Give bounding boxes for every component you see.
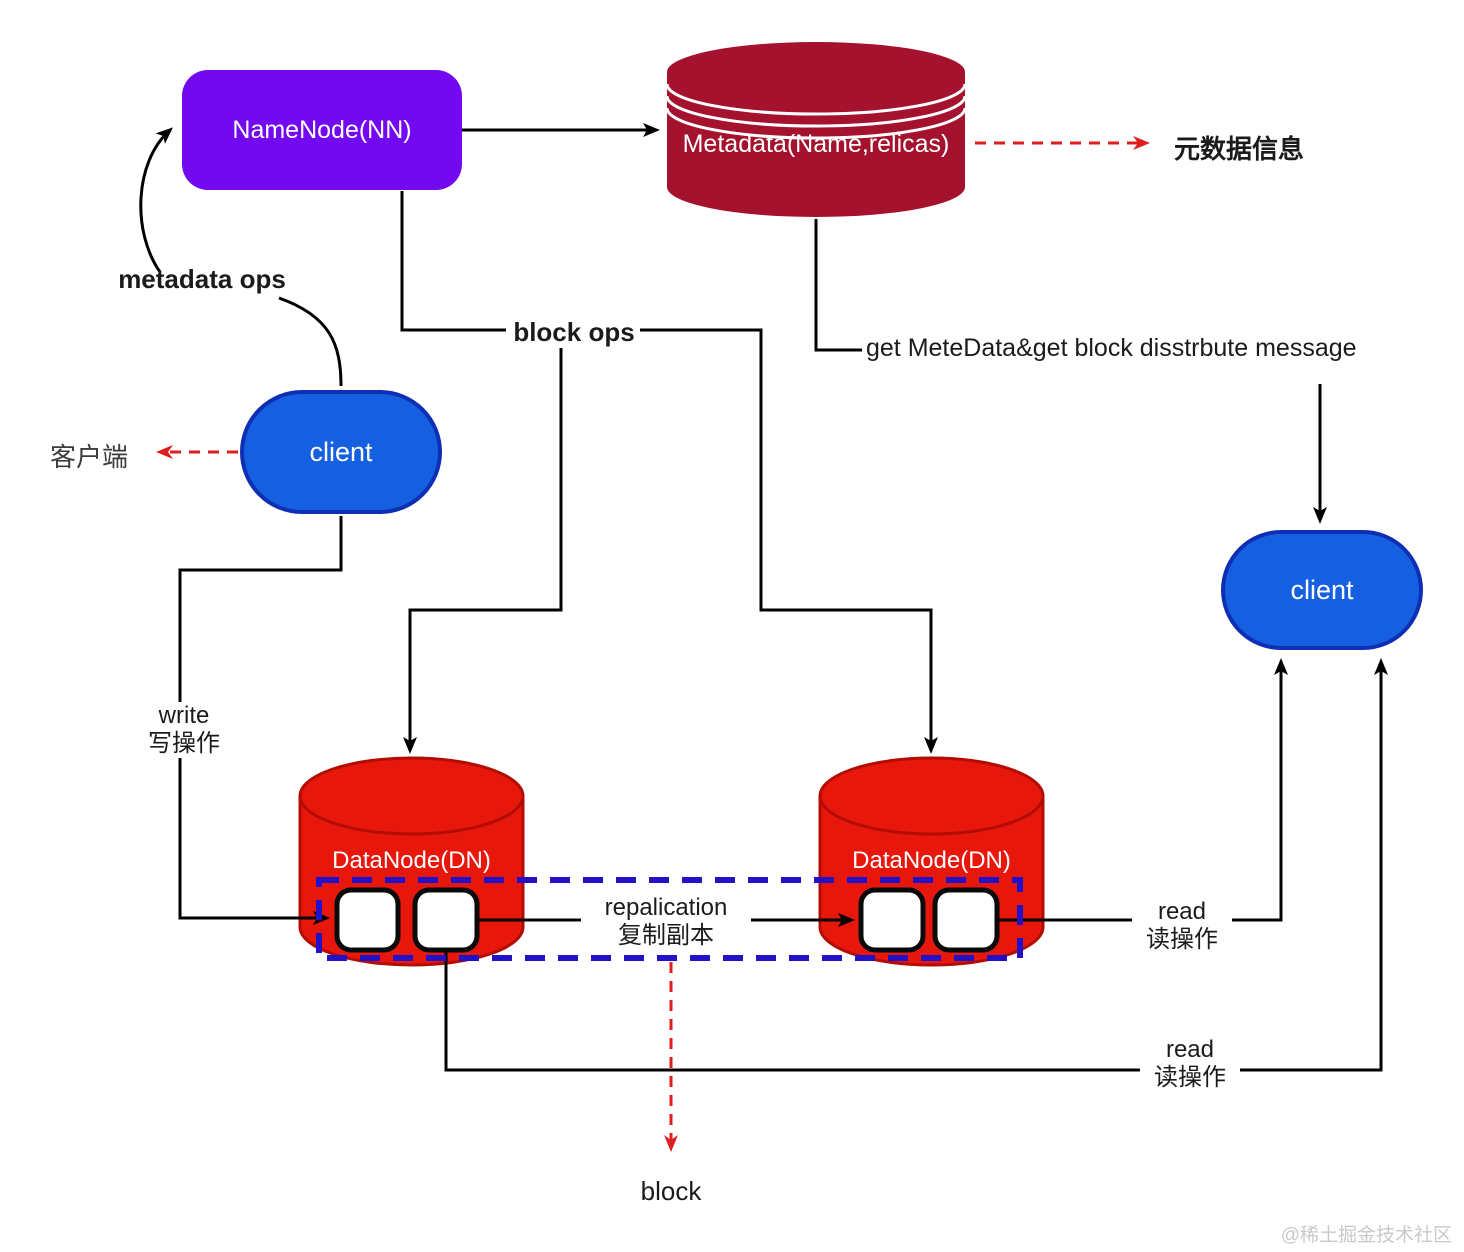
client-left-label: client <box>309 436 373 467</box>
read-bottom-label: read 读操作 <box>1140 1036 1240 1092</box>
arrow-read-bottom-to-client <box>444 658 1388 1072</box>
read-top-label-cn: 读操作 <box>1146 926 1218 953</box>
client-left-node: client <box>240 390 442 514</box>
cylinder-stripe <box>665 83 967 116</box>
arrow-metadataops-to-namenode <box>139 127 173 273</box>
metadata-info-cn-label: 元数据信息 <box>1174 134 1305 164</box>
write-label: write 写操作 <box>134 702 234 758</box>
metadata-node-label: Metadata(Name,relicas) <box>682 130 950 158</box>
curve-metadataops-to-client <box>278 296 343 387</box>
replication-dashed-zone <box>316 877 1023 961</box>
line-namenode-to-blockops <box>400 191 506 332</box>
block-ops-label: block ops <box>508 317 640 348</box>
replication-label-cn: 复制副本 <box>618 922 714 949</box>
block-square <box>932 887 1000 953</box>
metadata-ops-label: metadata ops <box>118 264 286 294</box>
read-bottom-label-en: read <box>1165 1036 1215 1063</box>
namenode-node: NameNode(NN) <box>182 70 462 190</box>
datanode-right-label: DataNode(DN) <box>852 847 1011 874</box>
read-bottom-label-cn: 读操作 <box>1154 1064 1226 1091</box>
block-square <box>412 887 480 953</box>
line-metadata-to-message <box>814 219 862 352</box>
block-label: block <box>640 1176 702 1206</box>
client-right-node: client <box>1221 530 1423 650</box>
arrow-write-client-to-datanode <box>178 516 343 925</box>
metadata-cylinder-shape <box>665 42 967 217</box>
arrow-read-top-to-client <box>997 658 1288 922</box>
block-square <box>334 887 401 953</box>
get-metadata-message-label: get MeteData&get block disstrbute messag… <box>866 334 1357 362</box>
write-label-cn: 写操作 <box>148 730 220 757</box>
datanode-left-label: DataNode(DN) <box>332 847 491 874</box>
namenode-label: NameNode(NN) <box>232 115 412 144</box>
client-cn-label: 客户端 <box>50 442 129 472</box>
cylinder-stripe <box>665 107 967 140</box>
read-top-label-en: read <box>1157 898 1207 925</box>
replication-label-en: repalication <box>604 894 728 921</box>
arrow-blockops-to-datanode-right <box>640 328 938 754</box>
write-label-en: write <box>158 702 210 729</box>
cylinder-stripe <box>665 95 967 128</box>
client-right-label: client <box>1290 574 1354 605</box>
arrow-blockops-to-datanode-left <box>403 348 563 754</box>
block-square <box>858 887 926 953</box>
watermark: @稀土掘金技术社区 <box>1280 1225 1452 1246</box>
read-top-label: read 读操作 <box>1132 898 1232 954</box>
replication-label: repalication 复制副本 <box>581 894 751 950</box>
